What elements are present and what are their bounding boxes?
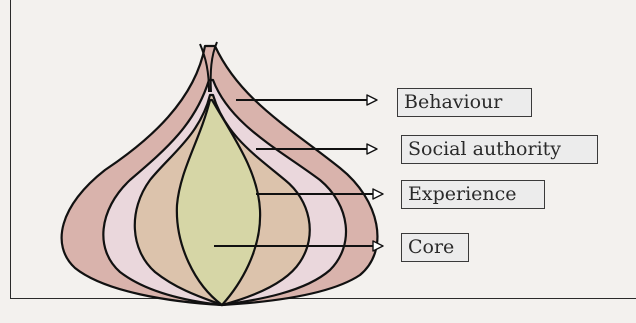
label-core: Core <box>401 233 469 262</box>
label-social-authority: Social authority <box>401 135 598 164</box>
label-behaviour: Behaviour <box>397 88 532 117</box>
label-experience: Experience <box>401 180 545 209</box>
